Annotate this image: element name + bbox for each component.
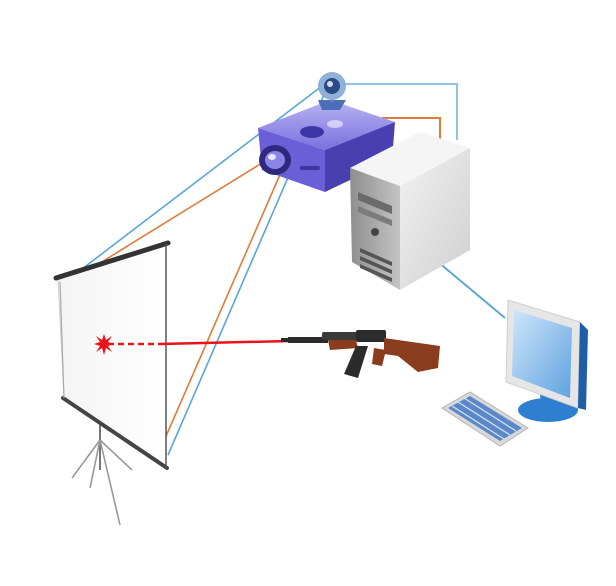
monitor-icon	[505, 299, 588, 422]
keyboard-icon	[441, 391, 529, 447]
camera-to-computer-cable	[345, 83, 458, 140]
rifle-icon	[281, 330, 440, 378]
laser-beam	[94, 334, 291, 355]
projector-to-screen-top-line	[91, 157, 271, 269]
webcam-icon	[318, 72, 346, 110]
projector-to-computer-cable	[382, 117, 441, 140]
projection-screen-icon	[53, 240, 171, 526]
computer-to-monitor-cable	[437, 261, 506, 319]
computer-tower-icon	[350, 132, 470, 290]
projector-icon	[258, 100, 395, 192]
projector-to-screen-bottom-line	[159, 169, 283, 451]
laser-dot-icon	[94, 334, 114, 355]
camera-to-screen-top-line	[77, 85, 323, 273]
